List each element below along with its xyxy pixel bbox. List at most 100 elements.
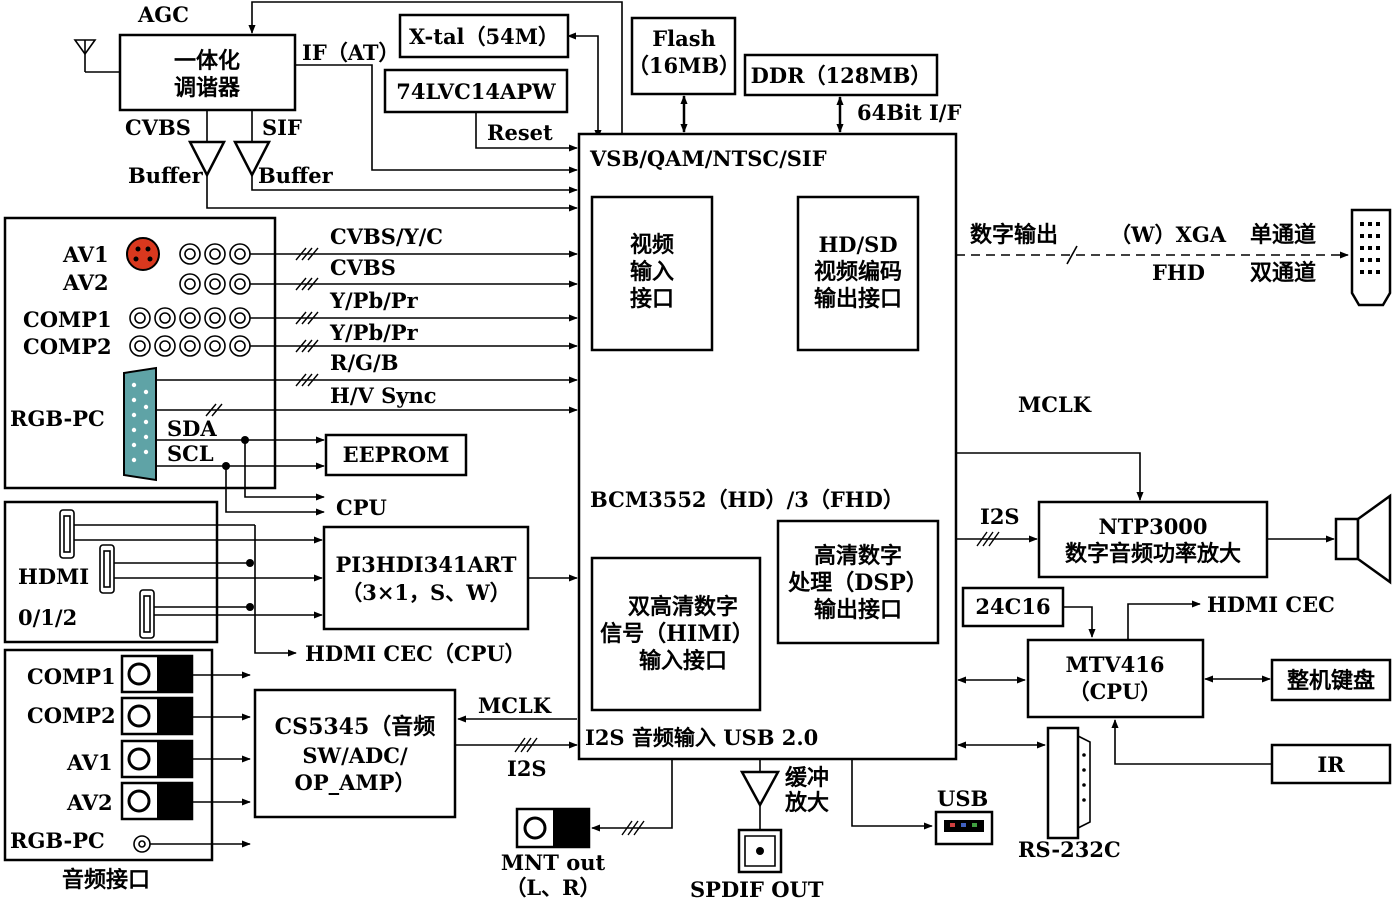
signal-ypbpr-2: Y/Pb/Pr bbox=[329, 320, 419, 345]
rgbpc-label: RGB-PC bbox=[10, 406, 105, 431]
buffer-ic-box bbox=[383, 68, 569, 114]
eeprom2-label: 24C16 bbox=[975, 594, 1050, 619]
tuner-line2: 调谐器 bbox=[174, 75, 241, 101]
speaker-icon bbox=[1334, 493, 1392, 585]
eeprom-label: EEPROM bbox=[343, 442, 450, 467]
spdif-buf-line1: 缓冲 bbox=[785, 765, 829, 791]
amp-line1: NTP3000 bbox=[1098, 514, 1207, 539]
usb: USB bbox=[851, 760, 994, 846]
buffer1-label: Buffer bbox=[128, 163, 204, 188]
buffer1-icon bbox=[187, 140, 227, 178]
vin-line1: 视频 bbox=[630, 232, 674, 258]
eeprom-box bbox=[324, 433, 468, 477]
audio-jack-icon bbox=[120, 654, 194, 853]
dsp-line2: 处理（DSP） bbox=[787, 570, 928, 596]
svideo-icon bbox=[126, 237, 160, 271]
mclk-label-2: MCLK bbox=[478, 693, 552, 718]
mcu-box bbox=[1026, 638, 1205, 719]
ddr-label: DDR（128MB） bbox=[751, 63, 932, 88]
spdif: 缓冲 放大 SPDIF OUT bbox=[690, 760, 829, 900]
mcu-line2: （CPU） bbox=[1069, 679, 1162, 704]
soc-top-label: VSB/QAM/NTSC/SIF bbox=[589, 146, 827, 171]
hdmi-in-line1: 双高清数字 bbox=[628, 594, 738, 620]
mclk-label-1: MCLK bbox=[1018, 392, 1092, 417]
flash-box bbox=[630, 16, 737, 96]
soc: VSB/QAM/NTSC/SIF 视频 输入 接口 HD/SD 视频编码 输出接… bbox=[577, 132, 958, 761]
rca-jacks-icon bbox=[129, 243, 251, 357]
signal-rgb: R/G/B bbox=[330, 350, 398, 375]
monitor-out: MNT out （L、R） bbox=[501, 760, 673, 900]
hdmi-connector-icon bbox=[59, 509, 155, 639]
audio-rgbpc-label: RGB-PC bbox=[10, 828, 105, 853]
dual-channel-label: 双通道 bbox=[1250, 260, 1316, 286]
audio-amplifier: MCLK NTP3000 数字音频功率放大 I2S bbox=[956, 392, 1392, 585]
lvds-connector-icon bbox=[1350, 208, 1392, 307]
ddr-box bbox=[743, 53, 939, 97]
mnt-line1: MNT out bbox=[501, 850, 606, 875]
ir-label: IR bbox=[1317, 752, 1345, 777]
codec-line3: OP_AMP） bbox=[295, 770, 416, 795]
digital-output: 数字输出 （W）XGA FHD 单通道 双通道 bbox=[956, 208, 1392, 307]
av1-label: AV1 bbox=[62, 242, 109, 267]
spdif-label: SPDIF OUT bbox=[690, 877, 824, 900]
hdmi-ports-label: 0/1/2 bbox=[18, 605, 77, 630]
hdmi-switch-line1: PI3HDI341ART bbox=[336, 552, 517, 577]
av2-label: AV2 bbox=[62, 270, 109, 295]
clock-reset: X-tal（54M） 74LVC14APW Reset bbox=[383, 13, 602, 152]
keyboard-box bbox=[1270, 658, 1392, 702]
dsp-line1: 高清数字 bbox=[814, 543, 902, 569]
fhd-label: FHD bbox=[1152, 260, 1205, 285]
scl-label: SCL bbox=[167, 441, 214, 466]
signal-cvbs: CVBS bbox=[330, 255, 396, 280]
buffer2-icon bbox=[232, 140, 272, 178]
cvbs-label: CVBS bbox=[125, 115, 191, 140]
buffer-ic-label: 74LVC14APW bbox=[396, 79, 556, 104]
codec-box bbox=[253, 688, 457, 819]
mnt-line2: （L、R） bbox=[505, 875, 600, 900]
hdmi-panel: HDMI 0/1/2 PI3HDI341ART （3×1，S、W） HDMI C… bbox=[3, 500, 578, 666]
vin-line3: 接口 bbox=[630, 286, 674, 312]
ddc-eeprom: EEPROM CPU bbox=[156, 433, 468, 520]
rs232-label: RS-232C bbox=[1018, 837, 1121, 862]
venc-line3: 输出接口 bbox=[814, 286, 902, 312]
if-label: IF（AT） bbox=[302, 40, 400, 65]
sif-label: SIF bbox=[262, 115, 302, 140]
hdmi-input-block bbox=[590, 556, 762, 712]
mcu-line1: MTV416 bbox=[1065, 652, 1164, 677]
audio-title: 音频接口 bbox=[62, 867, 150, 893]
flash-line1: Flash bbox=[652, 26, 716, 51]
buffer2-label: Buffer bbox=[258, 163, 334, 188]
dsp-block bbox=[776, 519, 940, 645]
hdmi-label: HDMI bbox=[18, 564, 89, 589]
i2s-label-2: I2S bbox=[507, 756, 547, 781]
video-input-panel: AV1 AV2 COMP1 COMP2 RGB-PC bbox=[3, 216, 277, 490]
sda-label: SDA bbox=[167, 416, 217, 441]
cpu-label: CPU bbox=[336, 495, 387, 520]
dsp-line3: 输出接口 bbox=[814, 597, 902, 623]
rs232-connector-icon bbox=[1046, 726, 1091, 840]
audio-input-panel: COMP1 COMP2 AV1 AV2 RGB-PC 音频接口 bbox=[3, 648, 251, 893]
hdmi-in-line3: 输入接口 bbox=[639, 648, 727, 674]
xtal-label: X-tal（54M） bbox=[409, 24, 559, 49]
flash-line2: （16MB） bbox=[628, 53, 740, 78]
tuner: AGC 一体化 调谐器 IF（AT） CVBS SIF Buffer Buffe… bbox=[73, 1, 623, 212]
codec-line1: CS5345（音频 bbox=[275, 714, 436, 740]
single-channel-label: 单通道 bbox=[1250, 222, 1316, 248]
ddr-if-label: 64Bit I/F bbox=[857, 100, 961, 125]
hdmi-cec-cpu-label: HDMI CEC（CPU） bbox=[305, 641, 526, 666]
memory: Flash （16MB） DDR（128MB） 64Bit I/F bbox=[628, 16, 961, 133]
signal-hv-sync: H/V Sync bbox=[330, 383, 437, 408]
amp-line2: 数字音频功率放大 bbox=[1065, 541, 1241, 567]
vin-line2: 输入 bbox=[630, 259, 674, 285]
xga-label: （W）XGA bbox=[1110, 222, 1227, 247]
soc-name: BCM3552（HD）/3（FHD） bbox=[590, 487, 904, 512]
mcu-section: 24C16 MTV416 （CPU） HDMI CEC 整机键盘 IR RS-2… bbox=[957, 586, 1392, 862]
reset-label: Reset bbox=[487, 120, 553, 145]
video-input-block bbox=[590, 195, 714, 352]
digital-out-label: 数字输出 bbox=[970, 222, 1058, 248]
comp2-label: COMP2 bbox=[23, 334, 112, 359]
signal-cvbs-y-c: CVBS/Y/C bbox=[330, 224, 443, 249]
tuner-line1: 一体化 bbox=[174, 48, 240, 74]
amp-box bbox=[1037, 500, 1269, 579]
